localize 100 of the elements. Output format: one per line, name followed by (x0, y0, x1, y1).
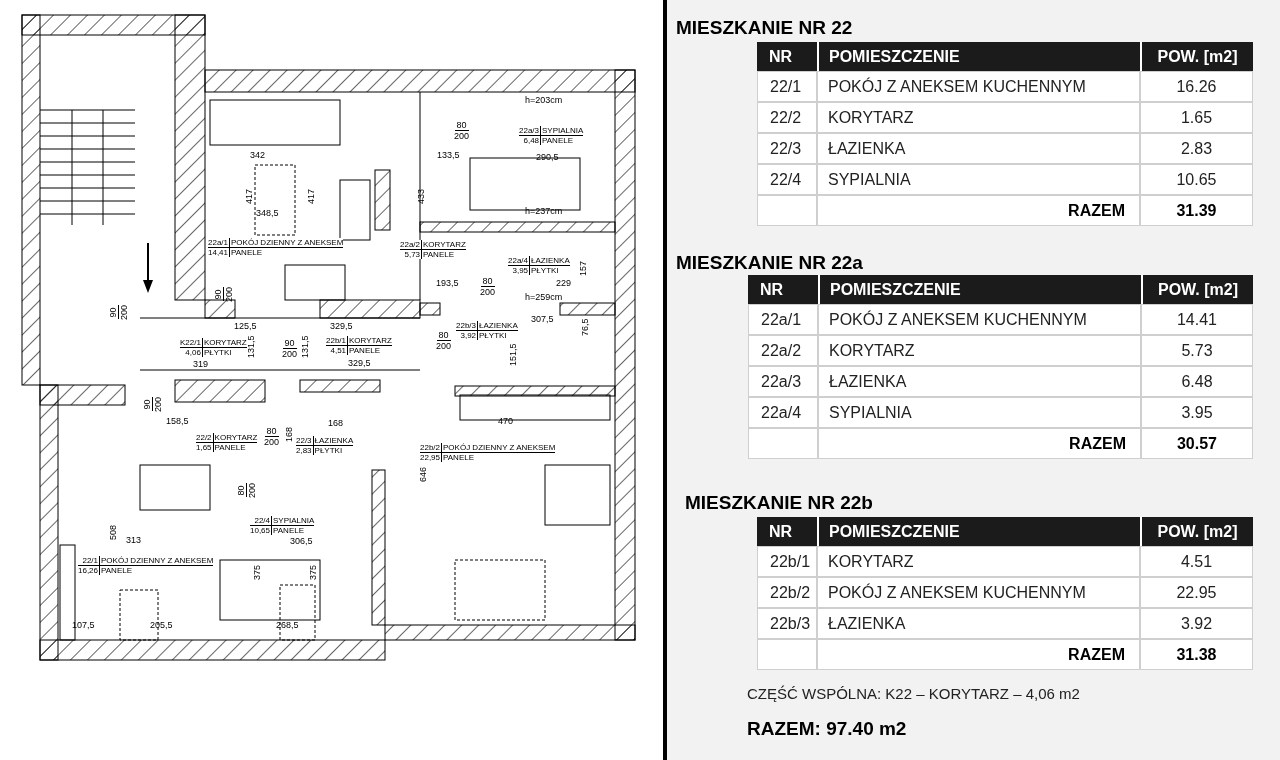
table-cell: 22/2 (757, 102, 817, 133)
dimension-label: 107,5 (72, 620, 95, 630)
room-area: 4,51 (326, 346, 349, 355)
room-area: 2,83 (296, 446, 314, 455)
total-label: RAZEM (817, 195, 1140, 226)
door-width-label: 80 (236, 483, 247, 498)
dimension-label: 168 (284, 426, 294, 442)
floor-finish: PANELE (230, 248, 263, 257)
door-height-label: 200 (119, 303, 129, 322)
dimension-label: 76,5 (580, 318, 590, 336)
apartment-heading: MIESZKANIE NR 22b (685, 491, 873, 515)
room-name: ŁAZIENKA (313, 436, 354, 446)
dimension-label: 348,5 (256, 208, 279, 218)
room-number: 22/4 (250, 516, 273, 526)
dimension-label: 157 (578, 260, 588, 276)
room-number: 22/3 (296, 436, 314, 446)
table-cell: 4.51 (1140, 546, 1253, 577)
room-name: SYPIALNIA (272, 516, 315, 526)
table-cell: 5.73 (1141, 335, 1253, 366)
dimension-label: 133,5 (437, 150, 460, 160)
table-cell: 3.92 (1140, 608, 1253, 639)
dimension-label: 508 (108, 524, 118, 540)
table-cell: 22a/4 (748, 397, 818, 428)
dimension-label: 131,5 (300, 335, 310, 358)
room-number: 22a/1 (208, 238, 231, 248)
dimension-label: 313 (126, 535, 142, 545)
dimension-label: 470 (498, 416, 514, 426)
table-cell: ŁAZIENKA (818, 366, 1141, 397)
table-cell: 22/4 (757, 164, 817, 195)
table-cell: 22a/3 (748, 366, 818, 397)
door-height-label: 200 (479, 287, 497, 297)
common-area-note: CZĘŚĆ WSPÓLNA: K22 – KORYTARZ – 4,06 m2 (747, 684, 1080, 704)
grand-total: RAZEM: 97.40 m2 (747, 717, 907, 741)
dimension-label: 433 (416, 188, 426, 204)
table-cell: POKÓJ Z ANEKSEM KUCHENNYM (817, 71, 1140, 102)
table-cell: ŁAZIENKA (817, 133, 1140, 164)
door-height-label: 200 (281, 349, 299, 359)
dimension-label: 268,5 (276, 620, 299, 630)
table-cell: 22.95 (1140, 577, 1253, 608)
table-cell: 22b/3 (757, 608, 817, 639)
table-cell: ŁAZIENKA (817, 608, 1140, 639)
room-area: 3,95 (508, 266, 531, 275)
table-cell: POKÓJ Z ANEKSEM KUCHENNYM (817, 577, 1140, 608)
header-cell-text: NR (759, 279, 785, 300)
height-label: h=259cm (525, 292, 563, 302)
room-area: 14,41 (208, 248, 231, 257)
apartment-heading: MIESZKANIE NR 22 (676, 16, 853, 40)
floor-finish: PŁYTKI (313, 446, 344, 455)
table-cell: SYPIALNIA (817, 164, 1140, 195)
floor-finish: PŁYTKI (202, 348, 233, 357)
table-cell: 3.95 (1141, 397, 1253, 428)
room-area: 10,65 (250, 526, 273, 535)
floor-finish: PŁYTKI (530, 266, 560, 275)
total-value: 31.39 (1140, 195, 1253, 226)
table-cell: 6.48 (1141, 366, 1253, 397)
door-width-label: 90 (108, 305, 119, 320)
floor-finish: PANELE (442, 453, 475, 462)
dimension-label: 319 (193, 359, 209, 369)
dimension-label: 306,5 (290, 536, 313, 546)
dimension-label: 131,5 (246, 335, 256, 358)
door-width-label: 80 (264, 426, 279, 437)
door-width-label: 90 (213, 287, 224, 302)
table-cell: 22a/1 (748, 304, 818, 335)
dimension-label: 158,5 (166, 416, 189, 426)
floor-finish: PANELE (422, 250, 455, 259)
dimension-label: 375 (308, 564, 318, 580)
door-height-label: 200 (247, 481, 257, 500)
total-value: 30.57 (1141, 428, 1253, 459)
room-area: 22,95 (420, 453, 443, 462)
door-width-label: 90 (282, 338, 297, 349)
dimension-label: 329,5 (348, 358, 371, 368)
floor-finish: PANELE (541, 136, 574, 145)
room-number: 22b/1 (326, 336, 349, 346)
room-name: ŁAZIENKA (530, 256, 570, 266)
room-name: KORYTARZ (422, 240, 466, 250)
header-cell-text: NR (768, 46, 794, 67)
door-height-label: 200 (263, 437, 281, 447)
door-width-label: 90 (142, 397, 153, 412)
room-name: KORYTARZ (348, 336, 392, 346)
table-cell: 22a/2 (748, 335, 818, 366)
dimension-label: 290,5 (536, 152, 559, 162)
table-cell: KORYTARZ (818, 335, 1141, 366)
table-cell: 22b/2 (757, 577, 817, 608)
dimension-label: 417 (244, 188, 254, 204)
door-width-label: 80 (480, 276, 495, 287)
room-name: POKÓJ DZIENNY Z ANEKSEM (442, 443, 556, 453)
table-cell: 14.41 (1141, 304, 1253, 335)
height-label: h=203cm (525, 95, 563, 105)
room-name: KORYTARZ (202, 338, 247, 348)
table-cell: 22/3 (757, 133, 817, 164)
header-cell-text: NR (768, 521, 794, 542)
dimension-label: 193,5 (436, 278, 459, 288)
door-height-label: 200 (153, 395, 163, 414)
room-name: SYPIALNIA (541, 126, 584, 136)
floor-finish: PŁYTKI (478, 331, 508, 340)
door-width-label: 80 (436, 330, 451, 341)
dimension-label: 329,5 (330, 321, 353, 331)
room-number: 22a/2 (400, 240, 423, 250)
room-area: 4,06 (180, 348, 203, 357)
room-area: 6,48 (519, 136, 542, 145)
